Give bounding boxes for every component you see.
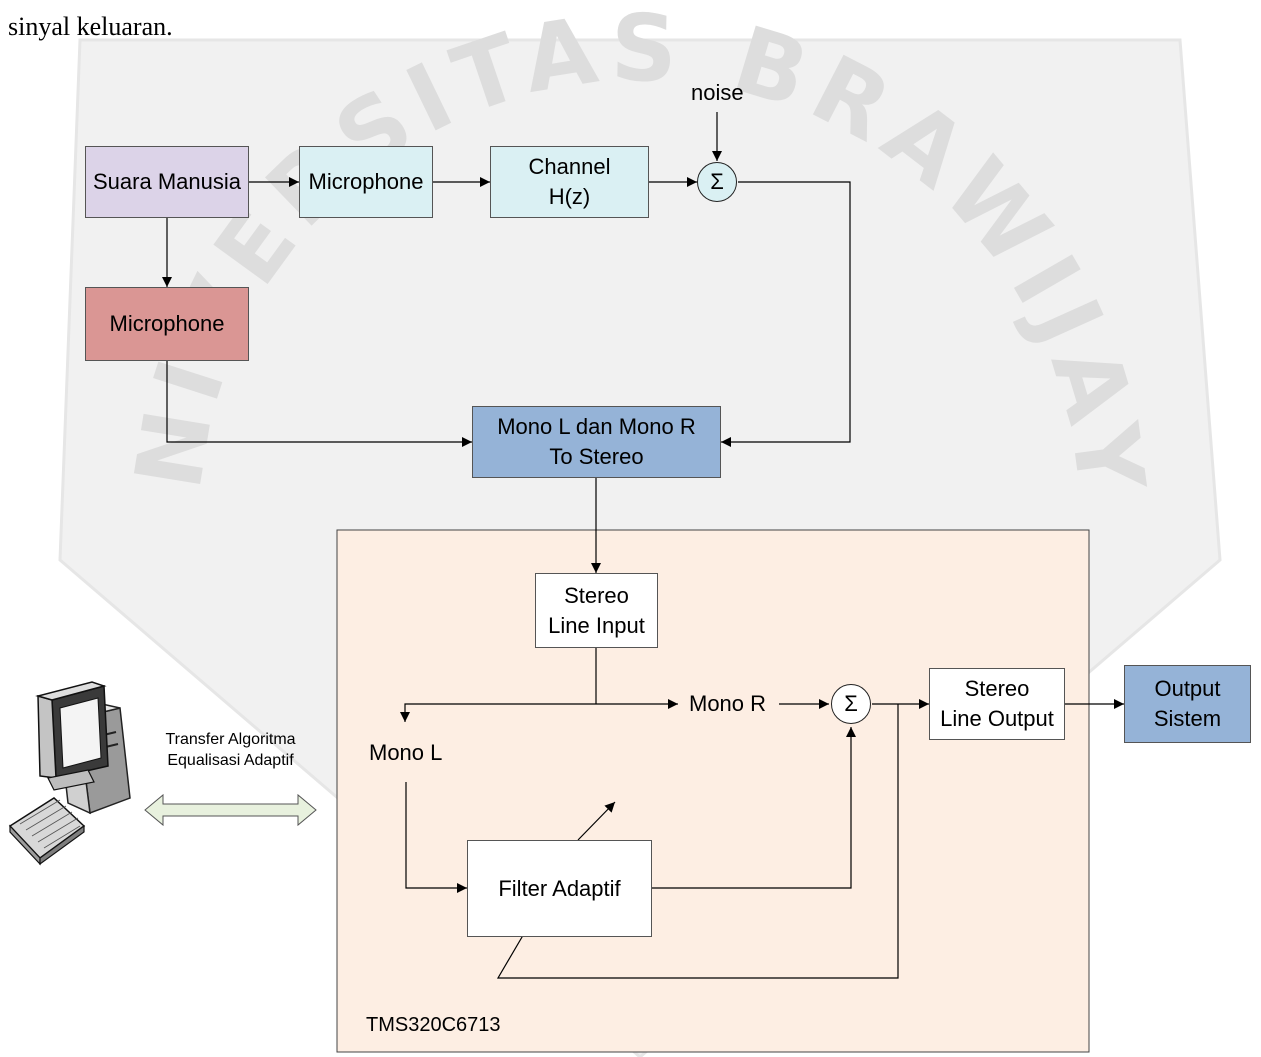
double-arrow-icon [144, 793, 317, 827]
sum-node-top: Σ [697, 162, 737, 202]
suara-manusia-block: Suara Manusia [85, 146, 249, 218]
mono-l-label: Mono L [369, 740, 443, 765]
microphone-bottom-block: Microphone [85, 287, 249, 361]
microphone-top-block: Microphone [299, 146, 433, 218]
output-sistem-block: Output Sistem [1124, 665, 1251, 743]
noise-label: noise [691, 80, 744, 105]
computer-icon [8, 681, 131, 866]
stereo-line-output-block: Stereo Line Output [929, 668, 1065, 740]
stereo-line-input-block: Stereo Line Input [535, 573, 658, 648]
filter-adaptif-block: Filter Adaptif [467, 840, 652, 937]
transfer-label: Transfer Algoritma Equalisasi Adaptif [165, 731, 296, 769]
dsp-board [336, 529, 1090, 1053]
mono-to-stereo-block: Mono L dan Mono R To Stereo [472, 406, 721, 478]
channel-block: Channel H(z) [490, 146, 649, 218]
sum-node-bottom: Σ [831, 684, 871, 724]
mono-r-label: Mono R [689, 691, 767, 716]
intro-text: sinyal keluaran. [8, 12, 173, 41]
tms-label: TMS320C6713 [366, 1014, 501, 1036]
